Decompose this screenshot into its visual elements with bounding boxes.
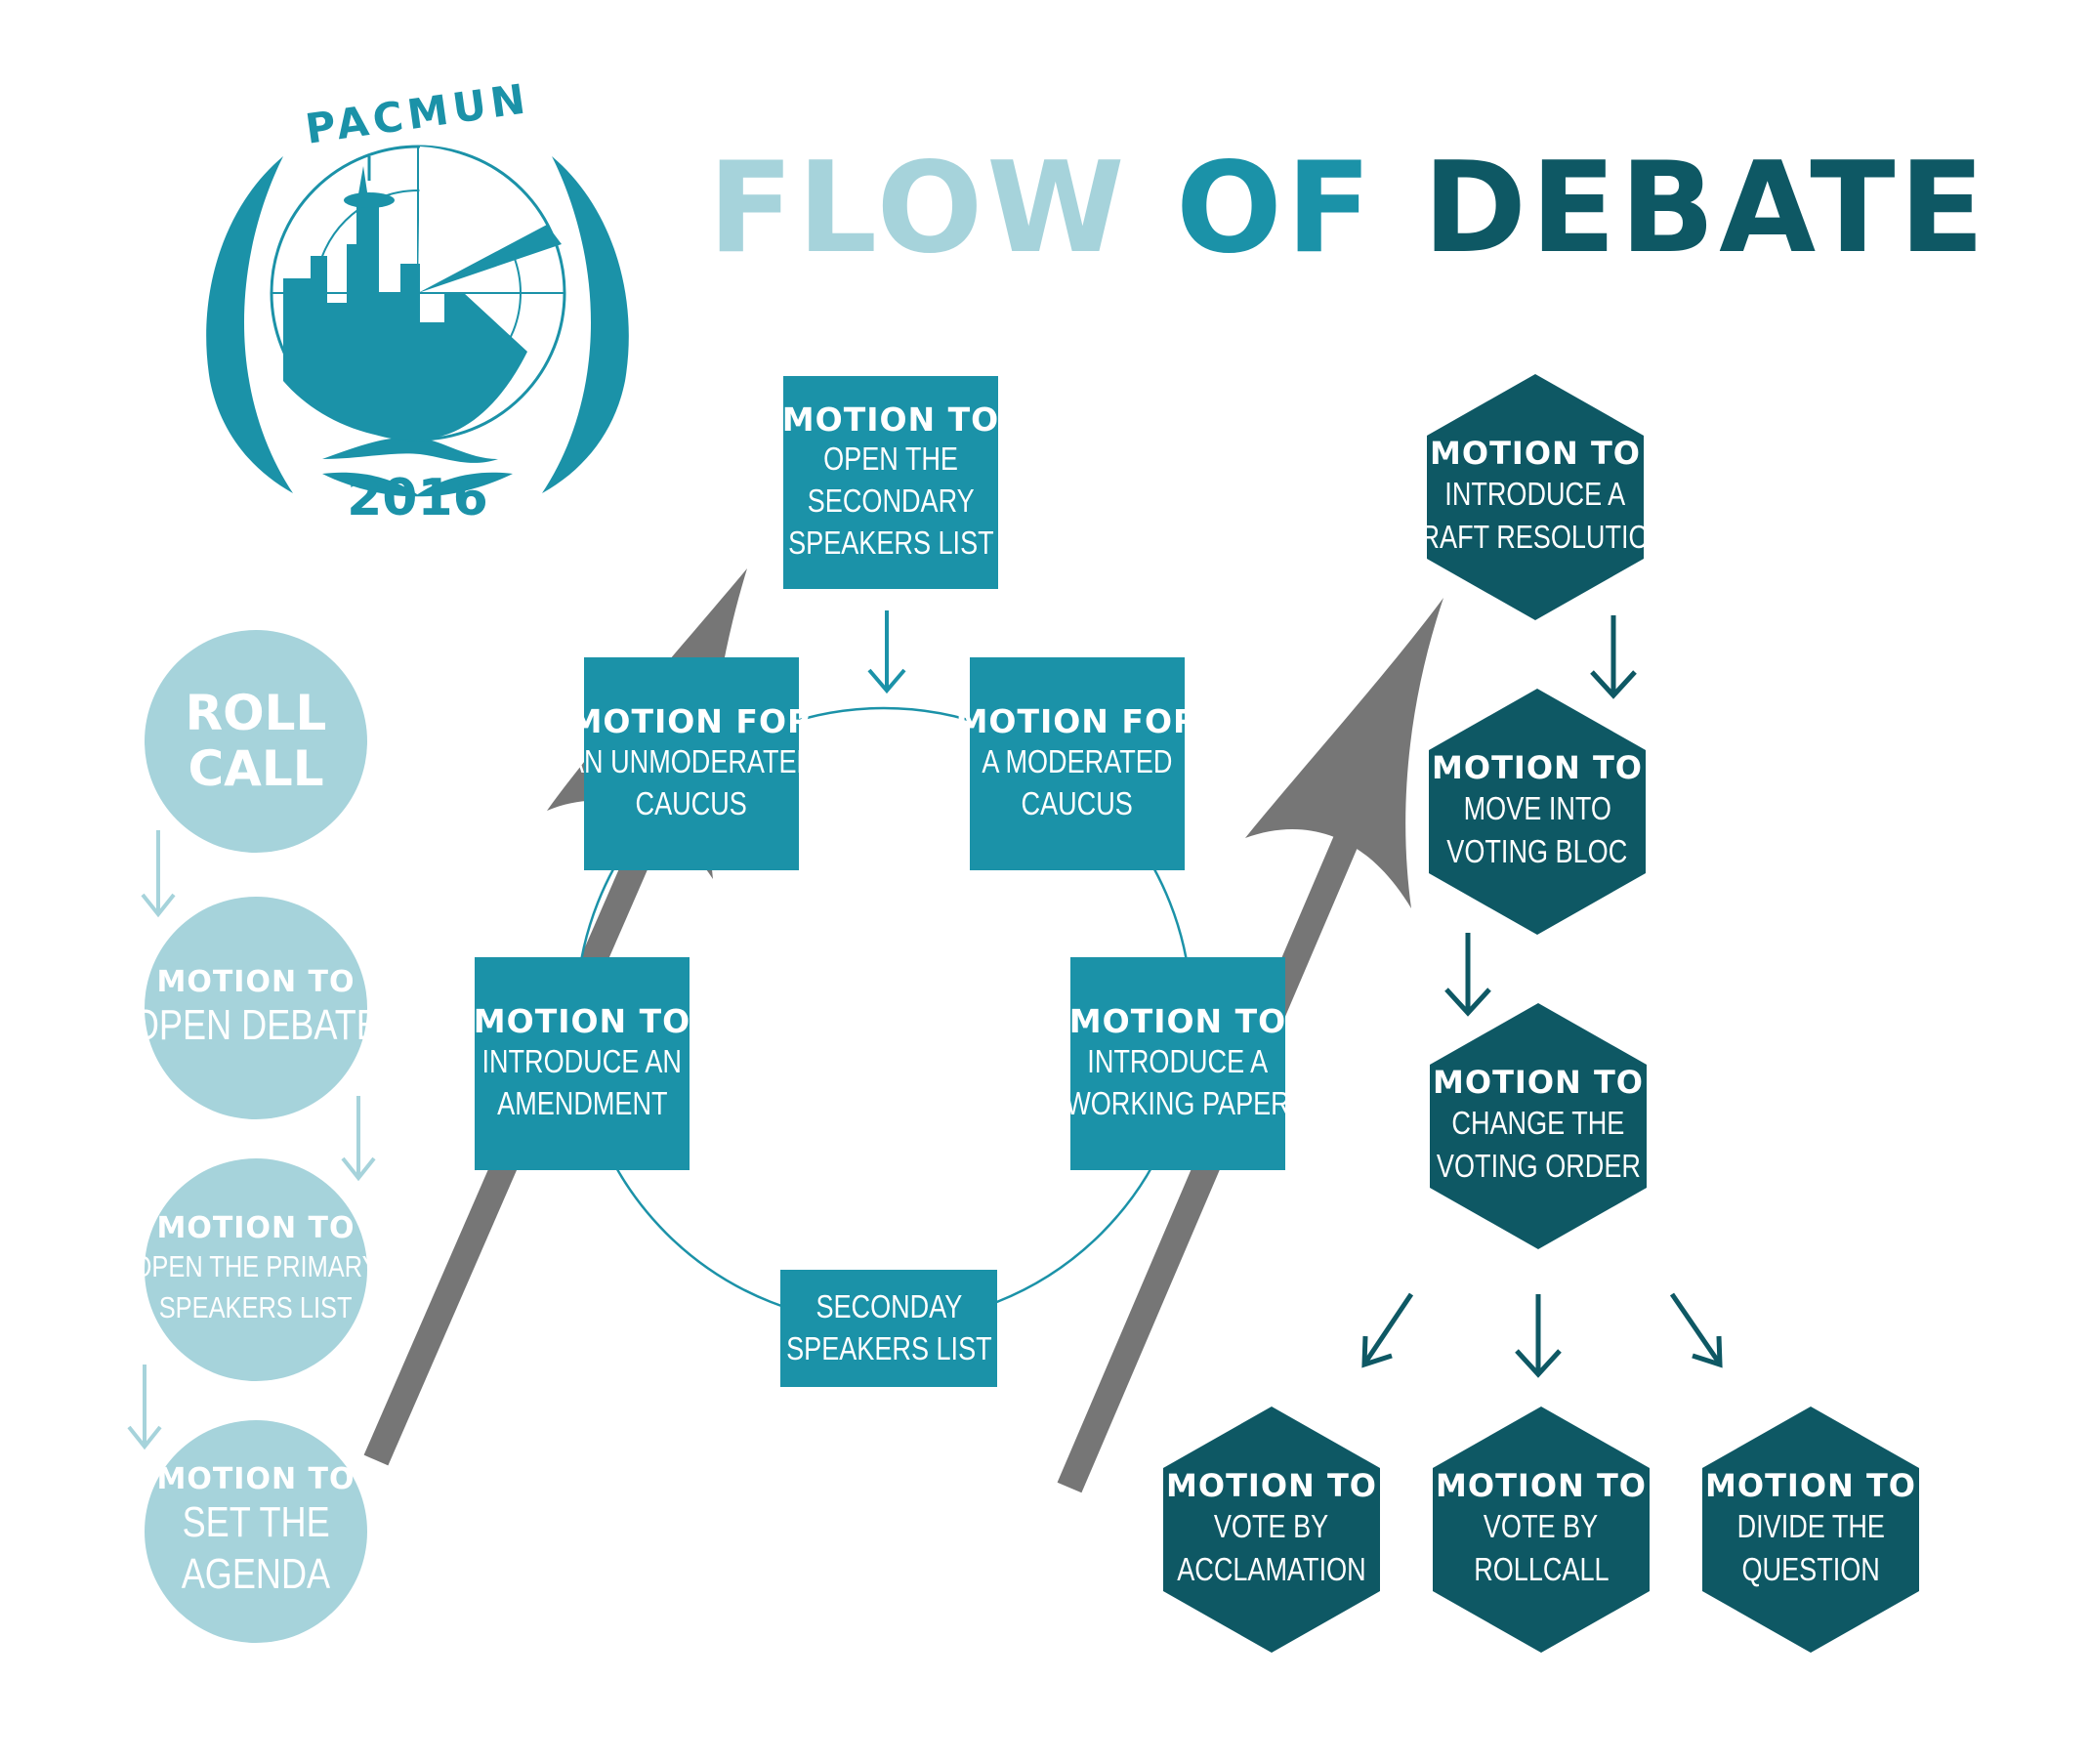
right-step-arrows [1361, 615, 1723, 1378]
cycle-introduce-amendment: MOTION TO INTRODUCE AN AMENDMENT [474, 957, 690, 1170]
left-step-arrows [127, 830, 376, 1450]
vote-by-acclamation: MOTION TO VOTE BY ACCLAMATION [1163, 1407, 1380, 1653]
pacmun-logo-emblem [206, 145, 629, 497]
step-set-agenda: MOTION TO SET THE AGENDA [145, 1420, 367, 1643]
step-change-voting-order: MOTION TO CHANGE THE VOTING ORDER [1430, 1003, 1647, 1249]
divide-the-question: MOTION TO DIVIDE THE QUESTION [1702, 1407, 1919, 1653]
step-introduce-draft-resolution: MOTION TO INTRODUCE A DRAFT RESOLUTION [1427, 374, 1644, 620]
arrow-into-cycle [867, 610, 906, 694]
title-word-of: OF [1176, 136, 1376, 281]
cycle-unmoderated-caucus: MOTION FOR AN UNMODERATED CAUCUS [566, 657, 816, 870]
cycle-introduce-working-paper: MOTION TO INTRODUCE A WORKING PAPER [1066, 957, 1290, 1170]
cycle-secondary-speakers-list: SECONDAY SPEAKERS LIST [780, 1270, 997, 1387]
title-word-debate: DEBATE [1422, 136, 1988, 281]
vote-by-rollcall: MOTION TO VOTE BY ROLLCALL [1433, 1407, 1650, 1653]
title-word-flow: FLOW [708, 136, 1129, 281]
cycle-open-secondary-speakers: MOTION TO OPEN THE SECONDARY SPEAKERS LI… [782, 376, 998, 589]
step-primary-speakers-list: MOTION TO OPEN THE PRIMARY SPEAKERS LIST [133, 1158, 379, 1381]
step-move-into-voting-bloc: MOTION TO MOVE INTO VOTING BLOC [1429, 689, 1646, 935]
logo-year: 2016 [347, 469, 488, 527]
step-open-debate: MOTION TO OPEN DEBATE [132, 897, 380, 1119]
page-title: FLOW OF DEBATE [708, 147, 1988, 272]
step-roll-call: ROLL CALL [145, 630, 367, 853]
cycle-moderated-caucus: MOTION FOR A MODERATED CAUCUS [956, 657, 1197, 870]
